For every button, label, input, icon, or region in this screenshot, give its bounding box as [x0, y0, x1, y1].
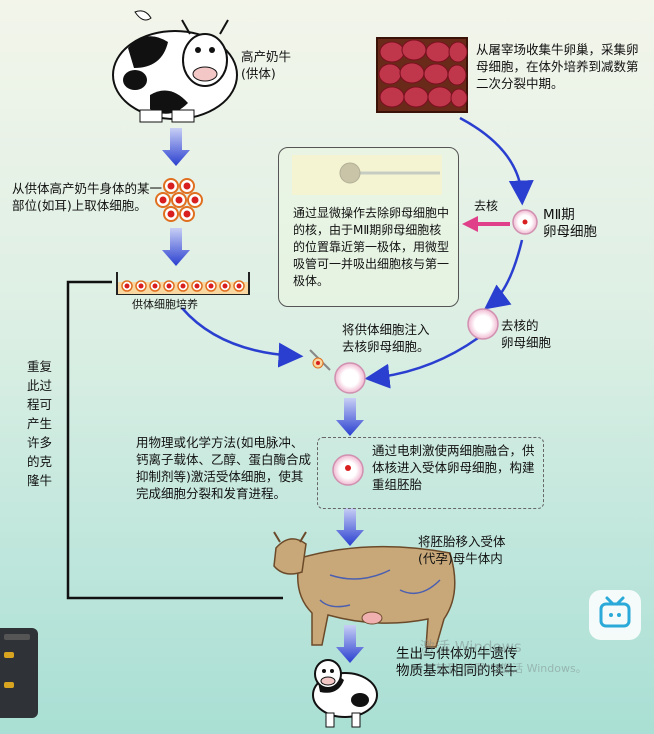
culture-label: 供体细胞培养: [132, 298, 198, 311]
donor-cow-icon: [112, 10, 238, 123]
remove-nucleus-arrow: [462, 216, 510, 232]
injection-illustration: [309, 349, 366, 394]
micromanipulation-note-box: [278, 147, 459, 307]
surrogate-cow-icon: [273, 531, 456, 648]
fusion-text: 通过电刺激使两细胞融合，供体核进入受体卵母细胞，构建重组胚胎: [372, 443, 535, 492]
micromanipulation-text: 通过显微操作去除卵母细胞中的核，由于MⅡ期卵母细胞核的位置靠近第一极体，用微型吸…: [293, 206, 450, 288]
ovary-oocytes-image: [376, 37, 468, 113]
calf-birth-text: 生出与供体奶牛遗传 物质基本相同的犊牛: [396, 646, 518, 679]
windows-watermark-line1: 激活 Windows: [420, 638, 522, 656]
side-control-panel[interactable]: [0, 628, 38, 718]
fusion-dashed-box: [317, 437, 544, 509]
inject-donor-cell-text: 将供体细胞注入 去核卵母细胞。: [342, 322, 430, 354]
repeat-process-text: 重复 此过 程可 产生 许多 的克 隆牛: [27, 359, 53, 488]
mii-oocyte-label: MⅡ期 卵母细胞: [543, 207, 597, 240]
take-somatic-cells-text: 从供体高产奶牛身体的某一部位(如耳)上取体细胞。: [12, 181, 163, 213]
activation-text: 用物理或化学方法(如电脉冲、钙离子载体、乙醇、蛋白酶合成抑制剂等)激活受体细胞，…: [136, 435, 312, 501]
donor-cow-label: 高产奶牛 (供体): [241, 49, 292, 81]
video-play-button[interactable]: [589, 590, 641, 640]
enucleated-oocyte: [467, 308, 499, 340]
calf-icon: [312, 659, 378, 728]
remove-nucleus-label: 去核: [474, 199, 499, 213]
curved-arrows: [181, 116, 534, 389]
culture-dish: [116, 272, 250, 295]
mii-oocyte: [512, 209, 538, 235]
vertical-arrows: [162, 128, 364, 663]
donor-cell-cluster: [155, 178, 203, 222]
reconstructed-embryo: [332, 454, 364, 486]
ovary-collection-text: 从屠宰场收集牛卵巢，采集卵母细胞，在体外培养到减数第二次分裂中期。: [476, 42, 639, 91]
enucleated-oocyte-label: 去核的 卵母细胞: [501, 318, 552, 350]
repeat-loop-line: [66, 280, 283, 600]
embryo-transfer-text: 将胚胎移入受体 (代孕)母牛体内: [418, 534, 506, 566]
windows-watermark-line2: 转到"设置"以激活 Windows。: [436, 662, 587, 675]
